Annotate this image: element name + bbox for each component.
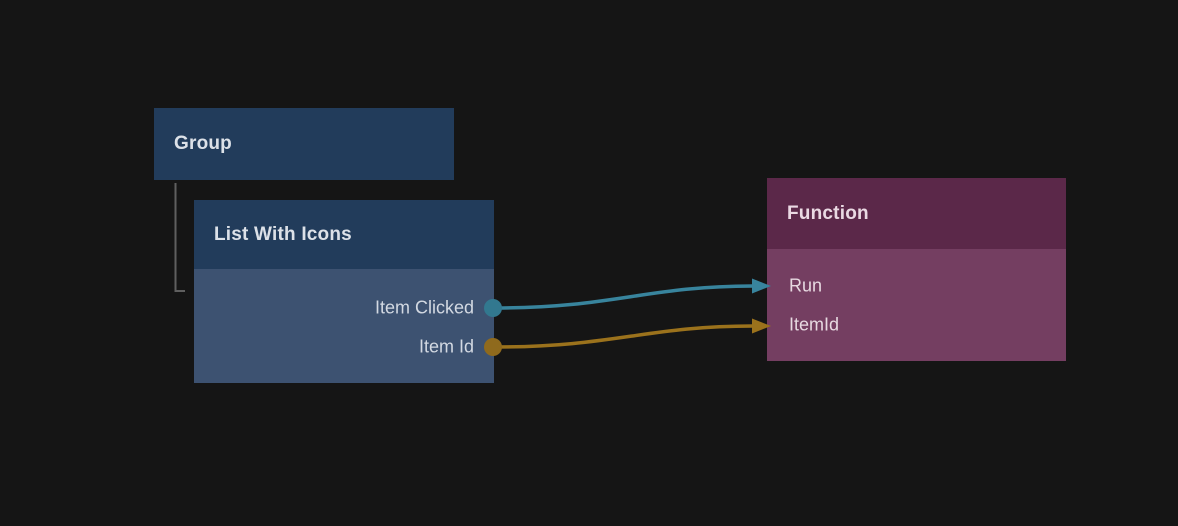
input-port-run-label: Run (789, 275, 823, 296)
node-function-title: Function (787, 202, 869, 224)
output-port-item-id[interactable]: Item Id (419, 337, 474, 358)
input-port-itemid-label: ItemId (789, 314, 840, 335)
input-port-arrow-itemid[interactable] (752, 318, 771, 334)
output-port-item-id-label: Item Id (418, 336, 474, 357)
connection-item-clicked-to-run[interactable] (495, 284, 755, 310)
output-port-dot-item-clicked[interactable] (484, 299, 502, 317)
node-function-header[interactable]: Function (767, 178, 1066, 249)
output-port-dot-item-id[interactable] (484, 338, 502, 356)
node-group-title: Group (174, 133, 232, 154)
node-group[interactable]: Group (154, 108, 454, 180)
output-port-item-clicked[interactable]: Item Clicked (375, 298, 474, 319)
node-function-body: Run ItemId (767, 249, 1066, 361)
node-function[interactable]: Function Run ItemId (767, 178, 1066, 361)
node-group-header[interactable]: Group (154, 108, 454, 180)
node-list-with-icons-title: List With Icons (214, 223, 352, 245)
node-list-with-icons[interactable]: List With Icons Item Clicked Item Id (194, 200, 494, 383)
hierarchy-connector-line (174, 183, 185, 292)
connection-item-id-to-itemid[interactable] (495, 324, 755, 349)
node-list-with-icons-header[interactable]: List With Icons (194, 200, 494, 269)
input-port-arrow-run[interactable] (752, 278, 771, 294)
node-list-with-icons-body: Item Clicked Item Id (194, 269, 494, 383)
output-port-item-clicked-label: Item Clicked (374, 297, 474, 318)
input-port-itemid[interactable]: ItemId (789, 315, 839, 336)
input-port-run[interactable]: Run (789, 276, 822, 297)
